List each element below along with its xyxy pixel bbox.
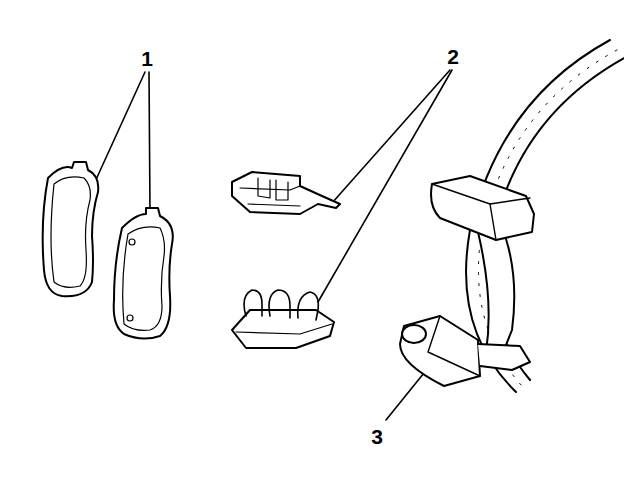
callout-holder: 3 <box>371 426 383 447</box>
leader-line <box>386 368 428 420</box>
leader-line <box>149 72 150 212</box>
pad-clip <box>232 172 340 214</box>
callout-number: 3 <box>371 426 383 447</box>
callout-number: 1 <box>141 48 153 69</box>
brake-pad <box>114 208 173 339</box>
pad-clip <box>232 290 334 348</box>
callout-holder: 2 <box>447 46 459 67</box>
leader-line <box>94 72 145 184</box>
brake-pad <box>43 162 99 296</box>
caliper-bracket <box>400 176 534 386</box>
callout-number: 2 <box>447 46 459 67</box>
leader-lines <box>94 70 452 420</box>
callout-holder: 1 <box>141 48 153 69</box>
